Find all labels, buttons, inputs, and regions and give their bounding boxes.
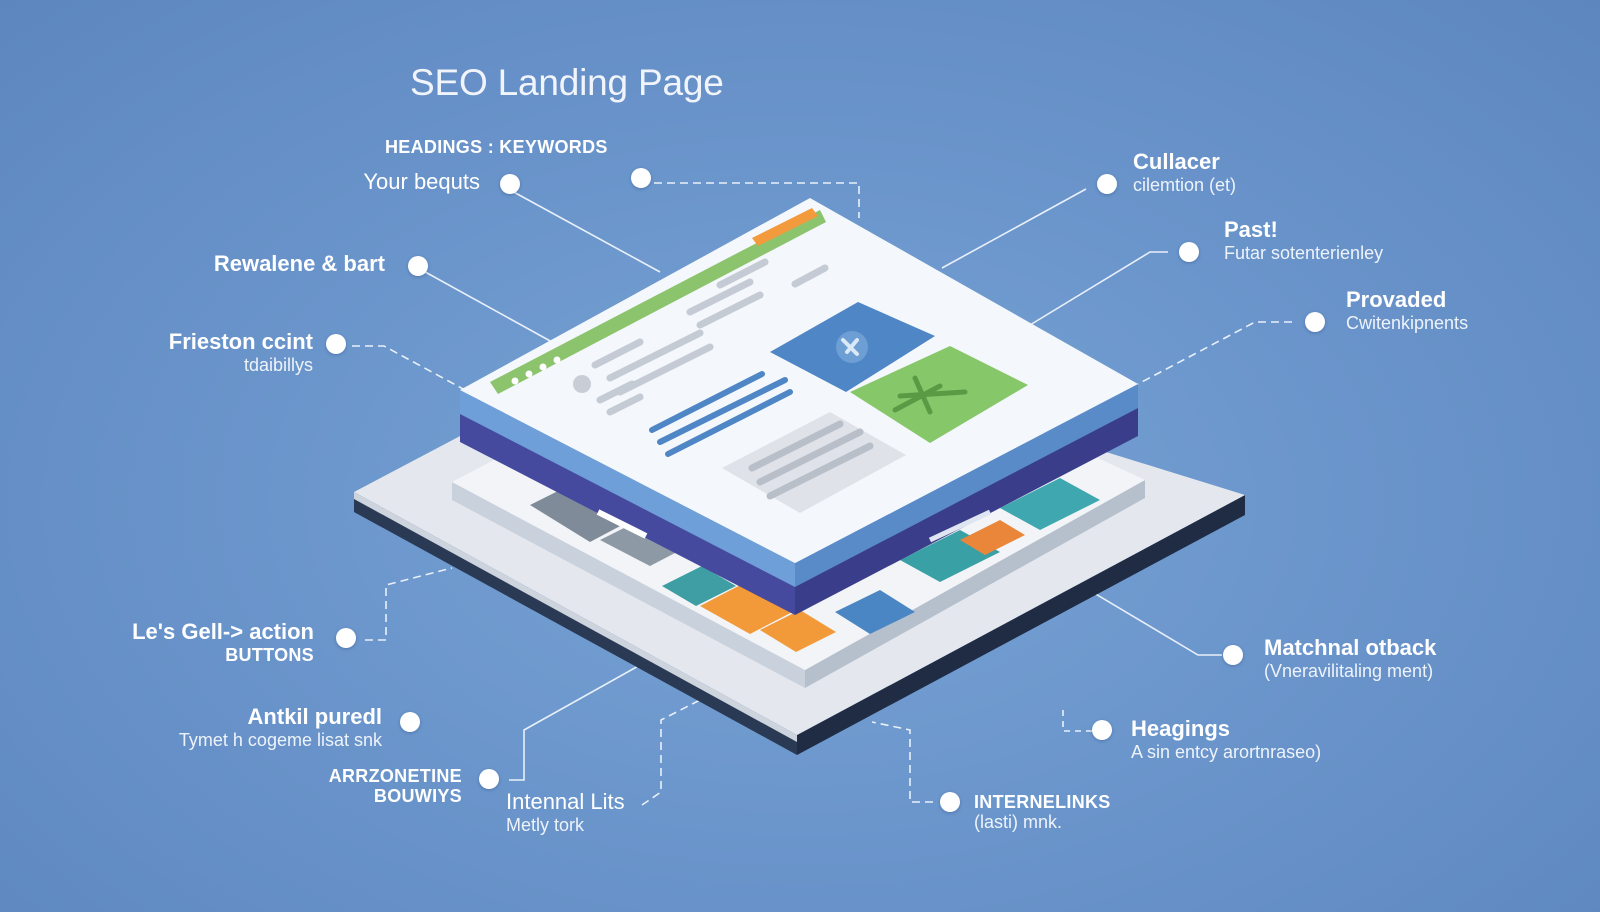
pin-dot-icon (1092, 720, 1112, 740)
label-past: Past! Futar sotenterienley (1224, 217, 1384, 263)
pin-dot-icon (336, 628, 356, 648)
label-arrzonetine: ARRZONETINE BOUWIYS (328, 766, 462, 807)
label-frieston: Frieston ccint tdaibillys (168, 329, 313, 375)
page-title: SEO Landing Page (410, 62, 724, 103)
connector-lines (352, 182, 1292, 806)
label-heagings: Heagings A sin entcy arortnraseo) (1131, 716, 1322, 762)
network-icon (892, 375, 968, 415)
label-matchnal: Matchnal otback (Vneravilitaling ment) (1264, 635, 1437, 681)
pin-dot-icon (400, 712, 420, 732)
label-les-gell: Le's Gell-> action BUTTONS (132, 619, 314, 665)
pin-dot-icon (1179, 242, 1199, 262)
label-internelinks: INTERNELINKS (lasti) mnk. (974, 792, 1111, 833)
pin-dot-icon (500, 174, 520, 194)
label-antkil: Antkil puredl Tymet h cogeme lisat snk (178, 704, 382, 750)
pin-dot-icon (1097, 174, 1117, 194)
pin-dot-icon (408, 256, 428, 276)
headings-keywords-label: HEADINGS : KEYWORDS (385, 137, 608, 157)
pin-dot-icon (326, 334, 346, 354)
pin-dot-icon (631, 168, 651, 188)
label-your-bequts: Your bequts (363, 169, 480, 194)
pin-dot-icon (1223, 645, 1243, 665)
label-internal-lits: Intennal Lits Metly tork (506, 789, 625, 835)
tools-icon (836, 331, 868, 363)
top-page (460, 198, 1138, 563)
pin-dot-icon (1305, 312, 1325, 332)
label-provaded: Provaded Cwitenkipnents (1346, 287, 1469, 333)
label-rewalene: Rewalene & bart (213, 251, 385, 276)
stacked-layers (460, 384, 1138, 615)
pin-dot-icon (479, 769, 499, 789)
pin-dot-icon (940, 792, 960, 812)
label-cullacer: Cullacer cilemtion (et) (1133, 149, 1237, 195)
